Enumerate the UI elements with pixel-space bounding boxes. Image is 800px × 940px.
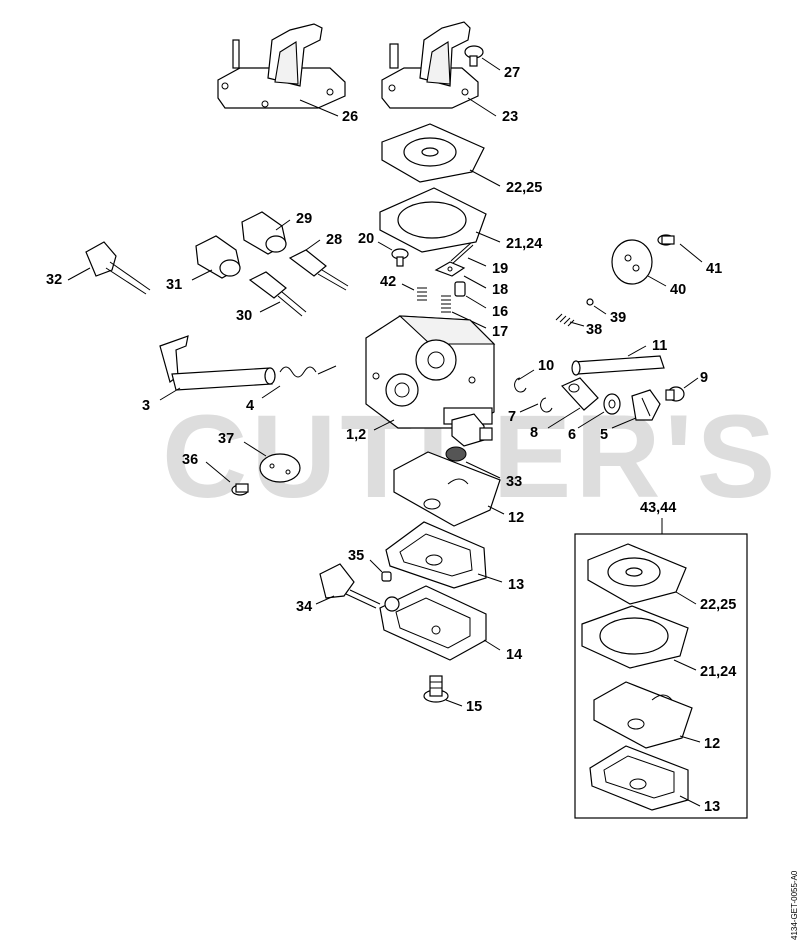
part-42-spring (417, 287, 427, 301)
callout-4: 4 (246, 398, 254, 414)
part-40-disc (611, 239, 653, 285)
callout-33: 33 (506, 474, 522, 490)
part-6-washer (603, 393, 621, 415)
part-26-cover-left (217, 23, 346, 109)
part-20-screw (391, 248, 409, 267)
reference-code: 4134-GET-0055-A0 (790, 870, 799, 940)
callout-34: 34 (296, 599, 312, 615)
part-9-screw (665, 386, 685, 402)
callout-29: 29 (296, 211, 312, 227)
callout-22-25: 22,25 (506, 180, 542, 196)
callout-11: 11 (652, 338, 667, 354)
callout-37: 37 (218, 431, 234, 447)
part-17-spring (441, 295, 451, 313)
part-23-cover-right (381, 21, 479, 109)
kit-part-12-plate (593, 681, 693, 749)
part-12-plate (393, 451, 501, 527)
part-36-screw (231, 483, 249, 496)
callout-32: 32 (46, 272, 62, 288)
part-29-fitting (241, 211, 287, 255)
callout-39: 39 (610, 310, 626, 326)
part-34-screw (319, 563, 381, 609)
callout-19: 19 (492, 261, 508, 277)
part-13-gasket (385, 521, 487, 589)
kit-part-22-25-diaphragm (587, 543, 687, 605)
part-14-cover (379, 585, 487, 661)
callout-23: 23 (502, 109, 518, 125)
part-35-plug (381, 571, 392, 582)
callout-18: 18 (492, 282, 508, 298)
kit-callout-22-25: 22,25 (700, 597, 736, 613)
callout-13: 13 (508, 577, 524, 593)
callout-21-24: 21,24 (506, 236, 542, 252)
part-11-shaft (571, 355, 665, 376)
callout-40: 40 (670, 282, 686, 298)
callout-31: 31 (166, 277, 182, 293)
part-39-ball (586, 298, 594, 306)
kit-label: 43,44 (640, 500, 676, 516)
part-15-screw (423, 675, 449, 703)
part-28-adjusting-screw (288, 249, 349, 291)
part-19-pin (450, 242, 474, 264)
kit-callout-12: 12 (704, 736, 720, 752)
callout-9: 9 (700, 370, 708, 386)
part-21-24-gasket (379, 187, 487, 253)
kit-callout-13: 13 (704, 799, 720, 815)
callout-42: 42 (380, 274, 396, 290)
callout-38: 38 (586, 322, 602, 338)
part-32-screw (85, 241, 151, 295)
callout-6: 6 (568, 427, 576, 443)
callout-10: 10 (538, 358, 554, 374)
callout-30: 30 (236, 308, 252, 324)
callout-14: 14 (506, 647, 522, 663)
kit-part-21-24-gasket (581, 605, 689, 669)
callout-16: 16 (492, 304, 508, 320)
part-41-screw (657, 234, 675, 246)
part-27-screw (464, 45, 484, 67)
callout-26: 26 (342, 109, 358, 125)
callout-7: 7 (508, 409, 516, 425)
part-18-lever (434, 261, 466, 277)
part-4-spring (279, 365, 337, 378)
part-22-25-diaphragm (381, 123, 485, 183)
part-30-adjusting-screw (248, 271, 307, 317)
callout-5: 5 (600, 427, 608, 443)
part-8-lever (560, 377, 599, 411)
callout-8: 8 (530, 425, 538, 441)
callout-28: 28 (326, 232, 342, 248)
callout-41: 41 (706, 261, 722, 277)
part-38-spring (555, 313, 575, 327)
part-3-lever-shaft (159, 335, 276, 391)
callout-15: 15 (466, 699, 482, 715)
callout-3: 3 (142, 398, 150, 414)
kit-part-13-gasket (589, 745, 689, 811)
callout-35: 35 (348, 548, 364, 564)
part-10-clip (514, 377, 527, 393)
part-37-disc (259, 453, 301, 483)
callout-17: 17 (492, 324, 508, 340)
part-1-2-carburetor-body (365, 315, 496, 447)
callout-27: 27 (504, 65, 520, 81)
callout-12: 12 (508, 510, 524, 526)
part-31-fitting (195, 235, 241, 279)
part-33-screen (445, 446, 467, 462)
callout-36: 36 (182, 452, 198, 468)
repair-kit-box (574, 533, 748, 819)
callout-1-2: 1,2 (346, 427, 366, 443)
part-5-cap (631, 389, 661, 421)
kit-callout-21-24: 21,24 (700, 664, 736, 680)
part-16-inlet-needle (454, 281, 466, 297)
callout-20: 20 (358, 231, 374, 247)
part-7-clip (540, 397, 553, 413)
